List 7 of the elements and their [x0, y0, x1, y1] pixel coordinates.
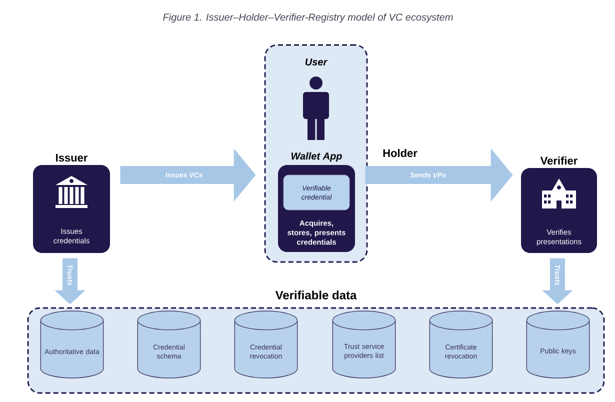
figure-title: Figure 1. Issuer–Holder–Verifier-Registry model of VC ecosystem	[163, 13, 453, 23]
node-label: Verifier	[540, 156, 578, 165]
group-title: Verifiable data	[275, 290, 357, 300]
group-title: User	[305, 58, 328, 66]
node-label: Wallet App	[292, 152, 342, 162]
role-label: Holder	[383, 148, 418, 158]
node-label: Issuer	[56, 154, 88, 162]
